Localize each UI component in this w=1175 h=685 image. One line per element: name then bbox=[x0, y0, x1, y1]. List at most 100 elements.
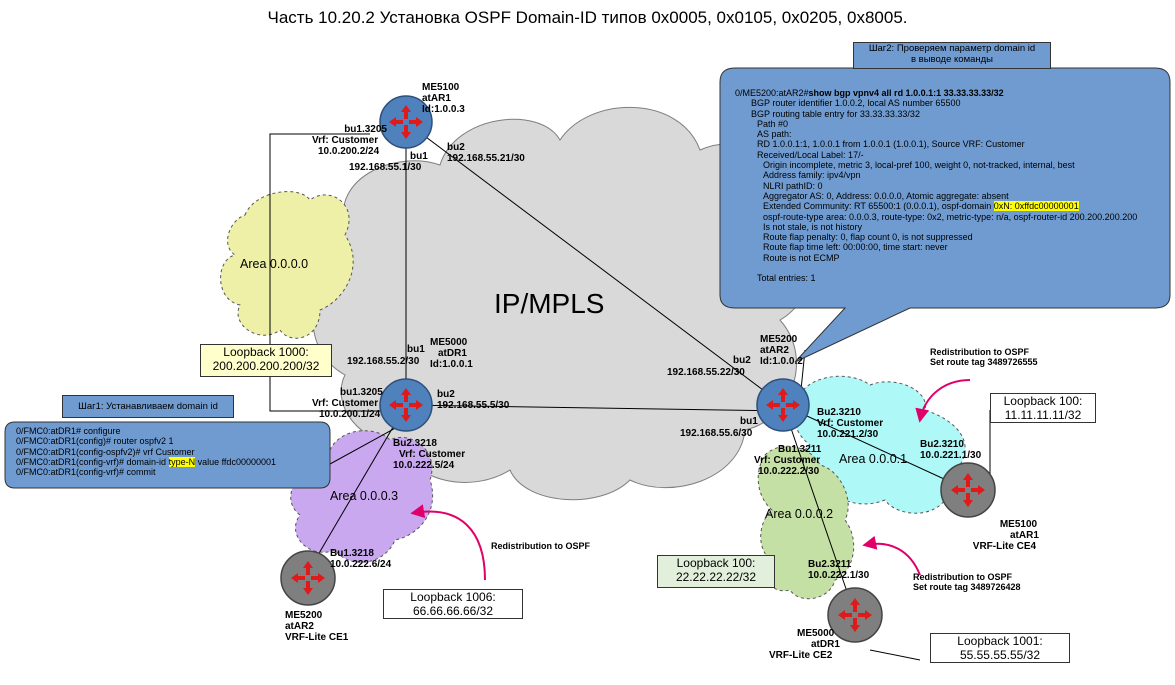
if-label-ar2-bu13211: Bu1.3211 Vrf: Customer 10.0.222.2/30 bbox=[754, 444, 822, 477]
if-label-dr1-bu2: bu2 192.168.55.5/30 bbox=[437, 389, 509, 411]
route-tag-text: Set route tag 3489726555 bbox=[930, 357, 1038, 367]
if-ip: 192.168.55.6/30 bbox=[680, 428, 753, 439]
if-label-dr1-bu23218: Bu2.3218 Vrf: Customer 10.0.222.5/24 bbox=[393, 438, 465, 471]
if-label-ar1-bu2: bu2 192.168.55.21/30 bbox=[447, 142, 525, 164]
if-name: bu1 bbox=[740, 416, 758, 427]
cli-line: AS path: bbox=[757, 129, 792, 140]
router-ce4[interactable] bbox=[940, 462, 996, 518]
loopback-1006-box: Loopback 1006: 66.66.66.66/32 bbox=[383, 589, 523, 619]
if-name: bu1.3205 bbox=[340, 387, 383, 398]
cli-highlight: type-N bbox=[168, 456, 196, 467]
if-name: bu2 bbox=[733, 355, 751, 366]
redistribution-arrow-ce2 bbox=[862, 535, 921, 576]
cli-line: Path #0 bbox=[757, 118, 789, 129]
router-host: atAR1 bbox=[1010, 530, 1039, 541]
loopback-name: Loopback 1006: bbox=[410, 590, 496, 604]
if-label-ar1-bu13205: bu1.3205 bbox=[341, 124, 387, 135]
redistribution-text: Redistribution to OSPF bbox=[491, 541, 590, 551]
if-ip: 192.168.55.2/30 bbox=[347, 356, 420, 367]
cli-text: Extended Community: RT 65500:1 (0.0.0.1)… bbox=[763, 201, 994, 212]
loopback-name: Loopback 1000: bbox=[223, 345, 309, 359]
area-1-label: Area 0.0.0.1 bbox=[839, 452, 908, 466]
redistribution-arrow-ce1 bbox=[410, 504, 486, 581]
router-name: ME5000 bbox=[430, 337, 468, 348]
router-me5100-atar1[interactable] bbox=[379, 95, 433, 149]
if-label-ar1-bu13205-vrf: Vrf: Customer 10.0.200.2/24 bbox=[312, 135, 379, 157]
redistribution-text: Redistribution to OSPF bbox=[930, 347, 1029, 357]
loopback-name: Loopback 100: bbox=[676, 556, 756, 570]
cli-line: Is not stale, is not history bbox=[763, 221, 863, 232]
step1-cli: 0/FMC0:atDR1# configure 0/FMC0:atDR1(con… bbox=[16, 426, 276, 477]
area-0-cloud bbox=[220, 191, 354, 339]
if-name: bu1 bbox=[407, 344, 425, 355]
if-ip: 10.0.221.1/30 bbox=[920, 450, 982, 461]
if-ip: 10.0.200.1/24 bbox=[319, 409, 381, 420]
if-name: Bu2.3210 bbox=[920, 439, 964, 450]
step2-title: Шаг2: Проверяем параметр domain id в выв… bbox=[853, 42, 1051, 69]
if-label-ar2-bu23210: Bu2.3210 Vrf: Customer 10.0.221.2/30 bbox=[817, 407, 883, 440]
if-ip: 10.0.222.2/30 bbox=[758, 466, 820, 477]
router-role: VRF-Lite CE4 bbox=[972, 541, 1037, 552]
router-id: Id:1.0.0.3 bbox=[422, 104, 465, 115]
router-me5000-atdr1[interactable] bbox=[379, 378, 433, 432]
cli-line: RD 1.0.0.1:1, 1.0.0.1 from 1.0.0.1 (1.0.… bbox=[757, 139, 1025, 150]
loopback-1001-box: Loopback 1001: 55.55.55.55/32 bbox=[930, 633, 1070, 663]
router-ce2[interactable] bbox=[827, 587, 883, 643]
if-name: Bu1.3211 bbox=[778, 444, 822, 455]
router-id: Id:1.0.0.2 bbox=[760, 356, 803, 367]
router-role: VRF-Lite CE2 bbox=[769, 650, 833, 661]
router-name: ME5200 bbox=[285, 610, 323, 621]
router-label-ce4: ME5100 atAR1 VRF-Lite CE4 bbox=[973, 519, 1039, 552]
if-name: Bu2.3218 bbox=[393, 438, 437, 449]
router-ce1[interactable] bbox=[280, 550, 336, 606]
if-ip: 192.168.55.5/30 bbox=[437, 400, 510, 411]
if-vrf: Vrf: Customer bbox=[817, 418, 884, 429]
loopback-name: Loopback 1001: bbox=[957, 634, 1043, 648]
cli-line: Received/Local Label: 17/- bbox=[757, 149, 864, 160]
cli-line-command: 0/ME5200:atAR2#show bgp vpnv4 all rd 1.0… bbox=[735, 88, 1137, 98]
step2-callout-bubble bbox=[719, 67, 1171, 363]
if-label-dr1-bu13205: bu1.3205 Vrf: Customer 10.0.200.1/24 bbox=[312, 387, 383, 420]
router-id: Id:1.0.0.1 bbox=[430, 359, 473, 370]
if-label-ar1-bu1: bu1 bbox=[410, 151, 428, 162]
if-ip: 10.0.200.2/24 bbox=[318, 146, 380, 157]
router-host: atDR1 bbox=[811, 639, 840, 650]
if-label-dr1-bu1: bu1 bbox=[407, 344, 425, 355]
if-label-ar2-bu1-ip: 192.168.55.6/30 bbox=[680, 428, 752, 439]
cli-line: Route flap penalty: 0, flap count 0, is … bbox=[763, 232, 973, 243]
cli-line: Origin incomplete, metric 3, local-pref … bbox=[763, 160, 1075, 171]
if-label-ce1-bu13218: Bu1.3218 10.0.222.6/24 bbox=[330, 548, 391, 570]
cli-line: BGP router identifier 1.0.0.2, local AS … bbox=[751, 98, 961, 109]
cli-line: 0/FMC0:atDR1(config)# router ospfv2 1 bbox=[16, 436, 174, 447]
step2-title-line: Шаг2: Проверяем параметр domain id bbox=[868, 43, 1036, 54]
cli-line: Route flap time left: 00:00:00, time sta… bbox=[763, 242, 948, 253]
loopback-ip: 200.200.200.200/32 bbox=[212, 359, 320, 373]
router-host: atAR2 bbox=[760, 345, 789, 356]
cli-line: 0/FMC0:atDR1# configure bbox=[16, 426, 121, 436]
router-me5200-atar2[interactable] bbox=[756, 378, 810, 432]
router-label-ar2: ME5200 atAR2 Id:1.0.0.2 bbox=[760, 334, 803, 367]
loopback-ip: 55.55.55.55/32 bbox=[959, 648, 1041, 662]
redistribution-arrow-ce4 bbox=[915, 379, 971, 423]
if-label-ce2-bu23211: Bu2.3211 10.0.222.1/30 bbox=[808, 559, 869, 581]
cli-text: 0/FMC0:atDR1(config-vrf)# domain-id bbox=[16, 456, 169, 467]
loopback-ip: 66.66.66.66/32 bbox=[412, 604, 494, 618]
loopback-name: Loopback 100: bbox=[1003, 394, 1083, 408]
router-name: ME5100 bbox=[422, 82, 460, 93]
cli-highlight: 0xN: 0xffdc00000001 bbox=[993, 201, 1079, 212]
redistribution-label-ce4: Redistribution to OSPF Set route tag 348… bbox=[930, 347, 1038, 367]
loopback-ip: 22.22.22.22/32 bbox=[675, 570, 757, 584]
if-label-ar2-bu2-ip: 192.168.55.22/30 bbox=[667, 367, 745, 378]
if-label-ar1-bu1-ip: 192.168.55.1/30 bbox=[349, 162, 421, 173]
if-vrf: Vrf: Customer bbox=[754, 455, 821, 466]
cli-prompt: 0/ME5200:atAR2# bbox=[735, 88, 809, 98]
step1-callout-bubble bbox=[4, 421, 331, 489]
area-3-label: Area 0.0.0.3 bbox=[330, 489, 399, 503]
cli-blank bbox=[735, 263, 1137, 273]
router-label-ar1: ME5100 atAR1 Id:1.0.0.3 bbox=[422, 82, 465, 115]
router-label-dr1: ME5000 atDR1 Id:1.0.0.1 bbox=[430, 337, 473, 370]
step1-title: Шаг1: Устанавливаем domain id bbox=[62, 395, 234, 418]
if-name: Bu1.3218 bbox=[330, 548, 374, 559]
step2-cli: 0/ME5200:atAR2#show bgp vpnv4 all rd 1.0… bbox=[735, 88, 1137, 283]
